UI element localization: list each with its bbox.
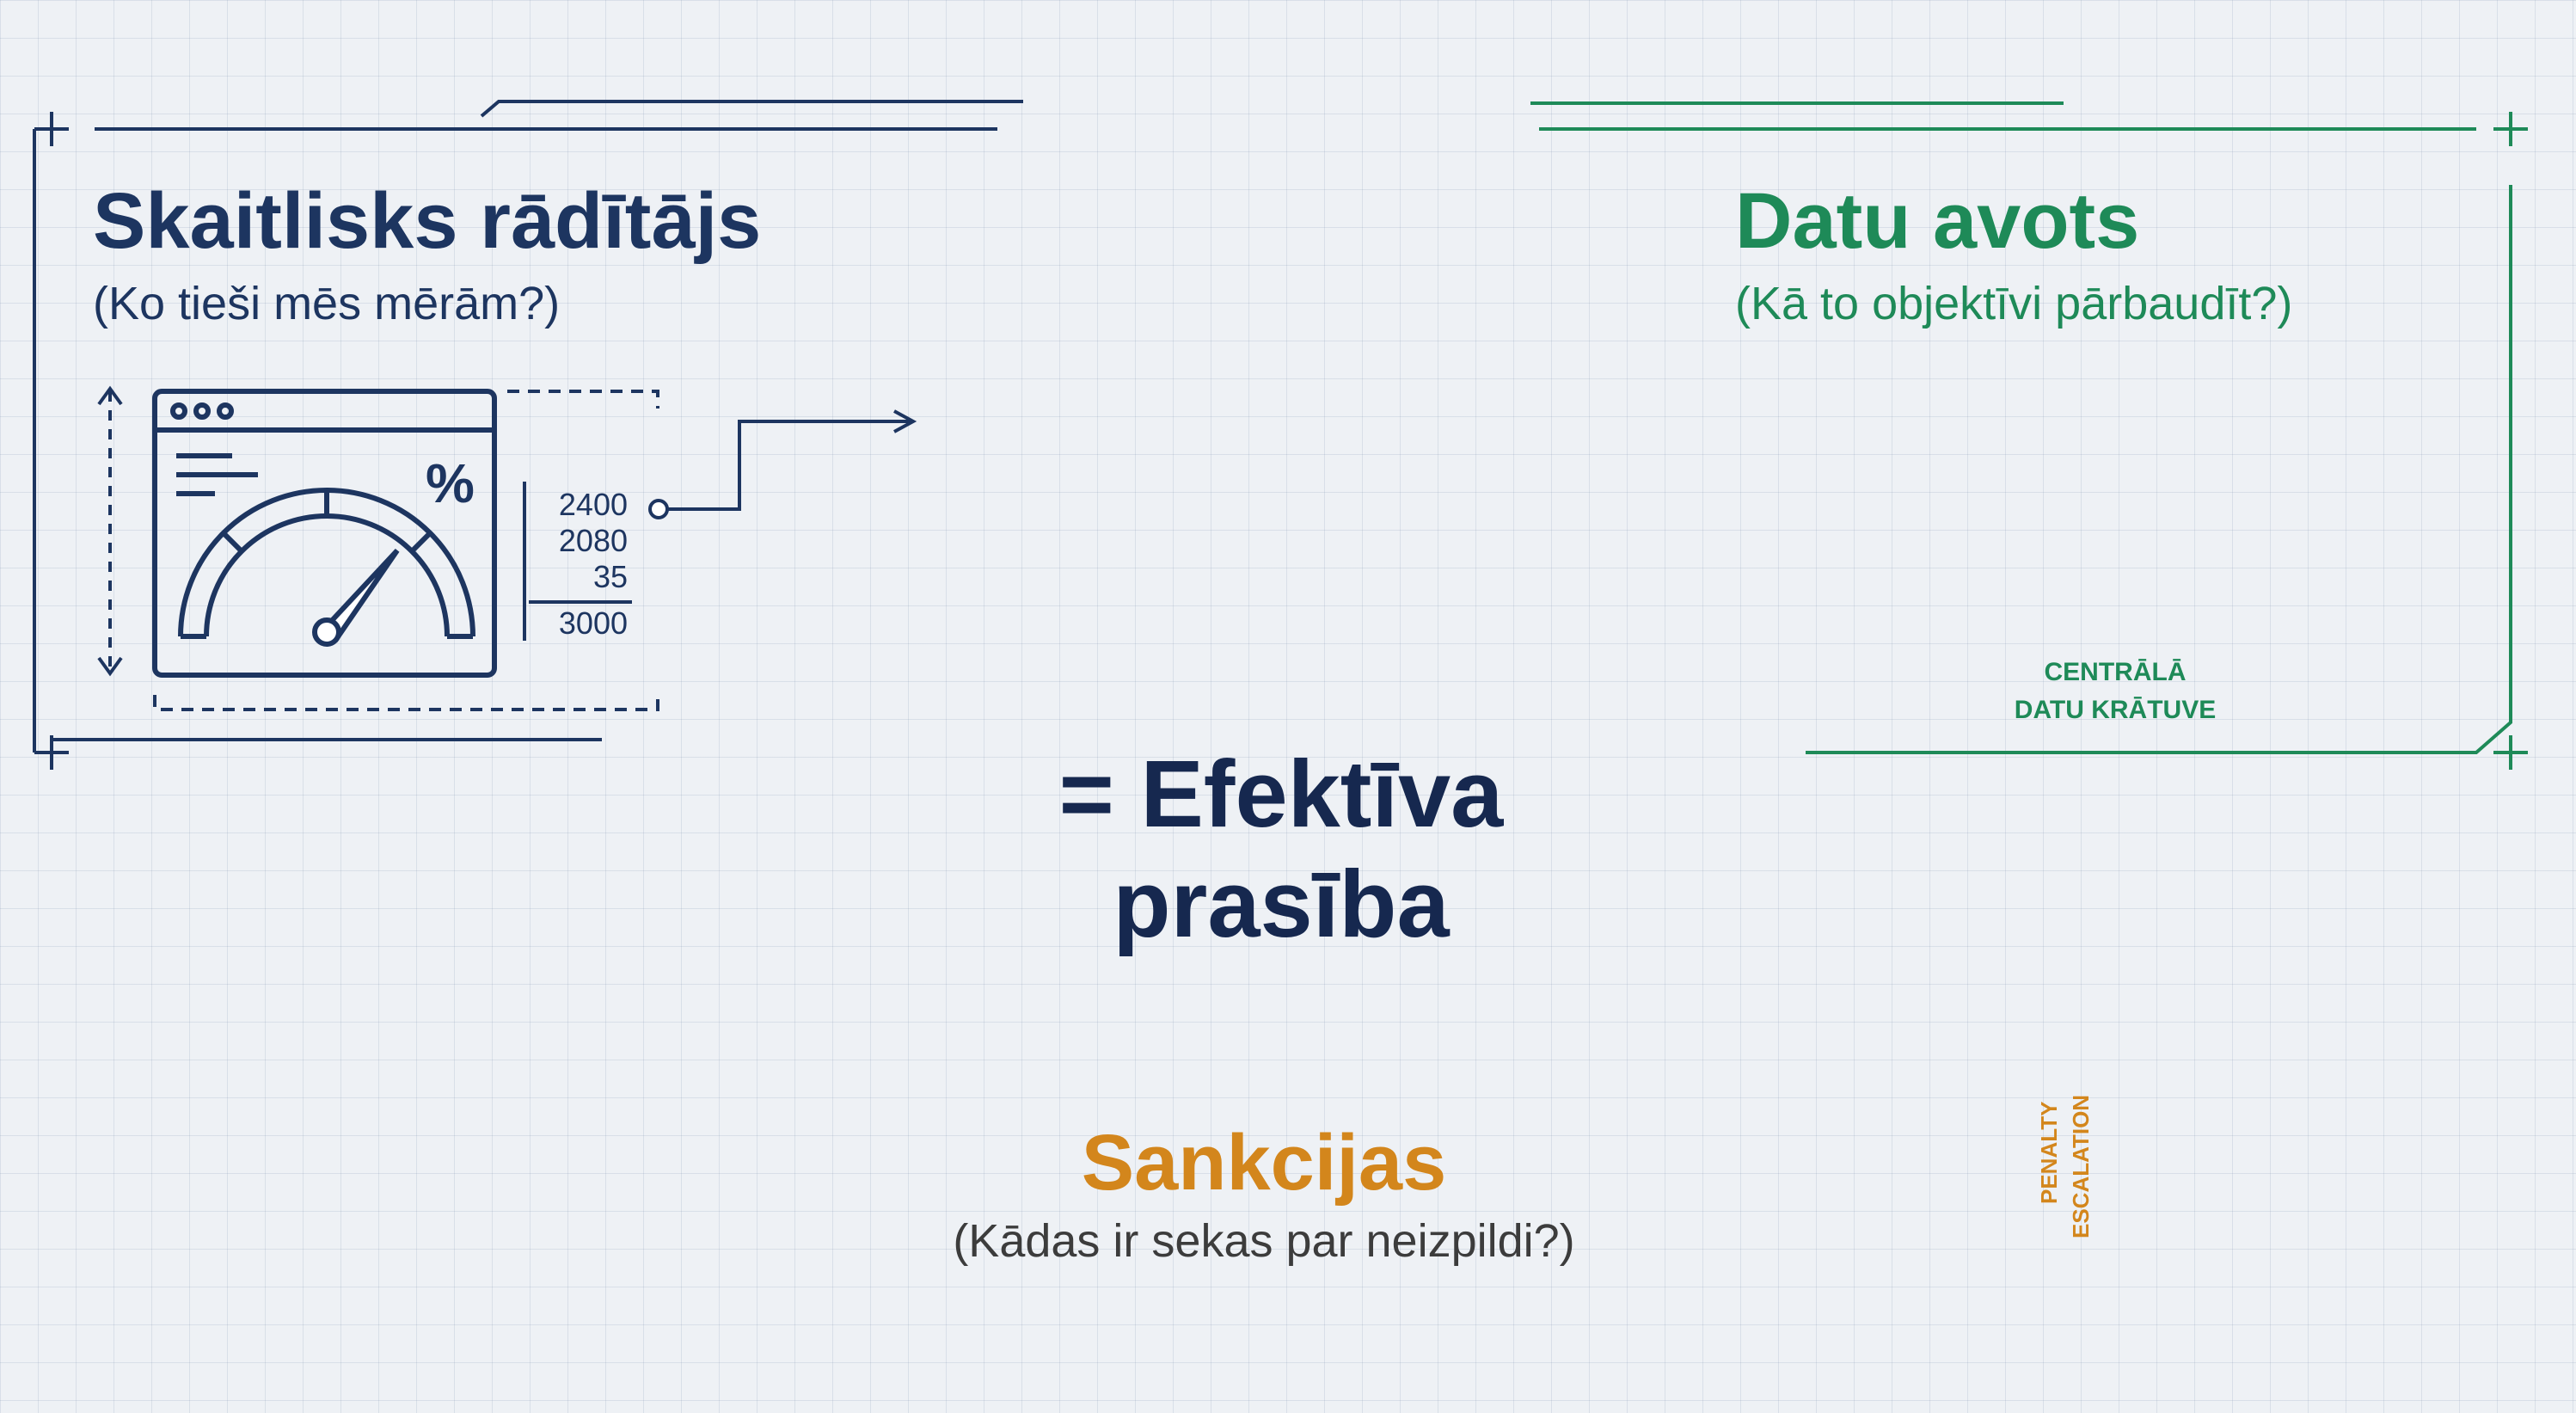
penalty-label: PENALTY xyxy=(2036,1101,2062,1204)
metric-number: 35 xyxy=(592,559,628,594)
dashboard-window-icon xyxy=(152,389,497,678)
metric-number: 2400 xyxy=(558,487,628,522)
source-subtitle: (Kā to objektīvi pārbaudīt?) xyxy=(1735,278,2293,329)
dimension-lines-left xyxy=(97,385,917,711)
metric-number: 2080 xyxy=(558,523,628,558)
gauge-icon xyxy=(178,488,475,647)
gauge-percent-symbol: % xyxy=(426,452,475,514)
sanctions-title: Sankcijas xyxy=(1081,1119,1447,1207)
source-title: Datu avots xyxy=(1735,177,2140,265)
escalation-label: ESCALATION xyxy=(2068,1094,2094,1238)
measure-subtitle: (Ko tieši mēs mērām?) xyxy=(93,278,561,329)
frame-lines xyxy=(33,100,1023,770)
central-store-label: CENTRĀLĀ DATU KRĀTUVE xyxy=(2014,658,2217,724)
measure-title: Skaitlisks rādītājs xyxy=(93,177,762,265)
sanctions-subtitle: (Kādas ir sekas par neizpildi?) xyxy=(953,1215,1575,1267)
center-equation: = Efektīva prasība xyxy=(1058,741,1504,957)
frame-lines-right xyxy=(1530,101,2528,770)
metric-number: 3000 xyxy=(558,605,628,641)
